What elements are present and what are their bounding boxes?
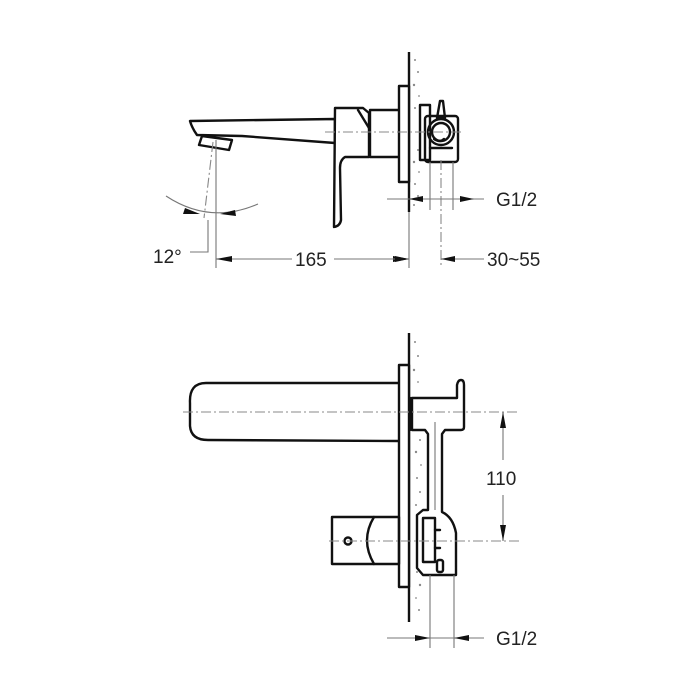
side-view: G1/2 12° 165 30~55: [153, 52, 540, 271]
spout-side: [188, 117, 337, 145]
dim-projection: 165: [295, 250, 327, 271]
cover-plate-side: [397, 84, 411, 184]
top-view: 110 G1/2: [183, 333, 537, 650]
cover-plate-top: [397, 363, 411, 589]
dim-spout-angle: 12°: [153, 247, 182, 268]
dim-wall-depth: 30~55: [487, 250, 540, 271]
dim-thread-top: G1/2: [496, 629, 537, 650]
aerator-side: [197, 134, 234, 152]
mixer-body-side: [332, 106, 371, 229]
dim-center-distance: 110: [486, 469, 516, 490]
cartridge-top: [421, 516, 445, 574]
spout-connector-top: [410, 378, 466, 577]
spout-top: [188, 381, 401, 443]
wall-section-top: [407, 333, 422, 622]
dim-thread-side: G1/2: [496, 190, 537, 211]
